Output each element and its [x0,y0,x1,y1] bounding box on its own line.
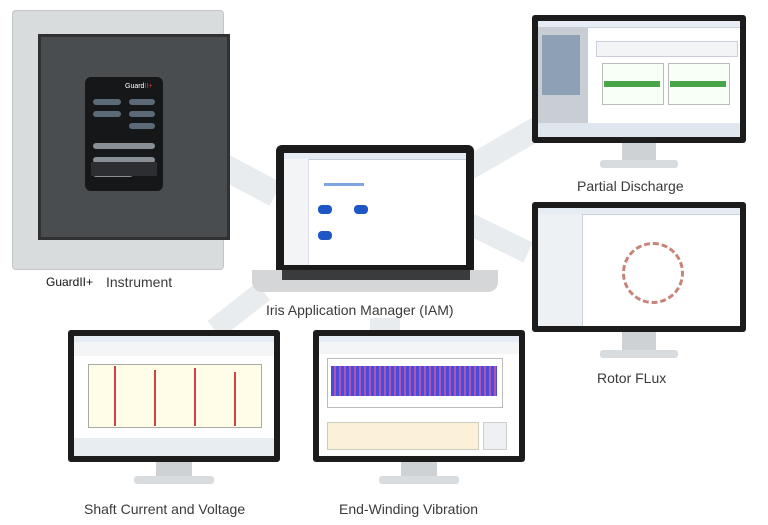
shaft-label: Shaft Current and Voltage [84,501,246,517]
rotor-flux-ring [622,242,684,304]
shaft-screen [74,336,274,456]
guardii-label: GuardII+ [46,275,94,289]
instrument-label: Instrument [106,274,173,290]
partial-discharge-monitor [532,15,746,143]
partial-discharge-label: Partial Discharge [577,178,684,194]
iam-screen [284,153,466,265]
rotor-flux-monitor [532,202,746,332]
shaft-monitor [68,330,280,462]
vibration-waveform [331,366,497,396]
rotor-flux-screen [538,208,740,326]
instrument-button [93,111,121,117]
instrument-nameplate [91,162,157,176]
instrument-slider [93,143,155,149]
instrument-panel: GuardII+ [38,34,230,240]
instrument-slider [93,157,155,163]
iam-label: Iris Application Manager (IAM) [266,302,454,318]
iam-laptop [276,145,474,273]
laptop-keyboard [282,270,470,280]
instrument-button [129,111,155,117]
instrument-button [129,123,155,129]
end-winding-label: End-Winding Vibration [339,501,479,517]
guardii-instrument: GuardII+ [12,10,230,270]
instrument-button [129,99,155,105]
end-winding-monitor [313,330,525,462]
partial-discharge-screen [538,21,740,137]
instrument-logo: GuardII+ [125,83,153,90]
end-winding-screen [319,336,519,456]
instrument-button [93,99,121,105]
rotor-flux-label: Rotor FLux [597,370,667,386]
